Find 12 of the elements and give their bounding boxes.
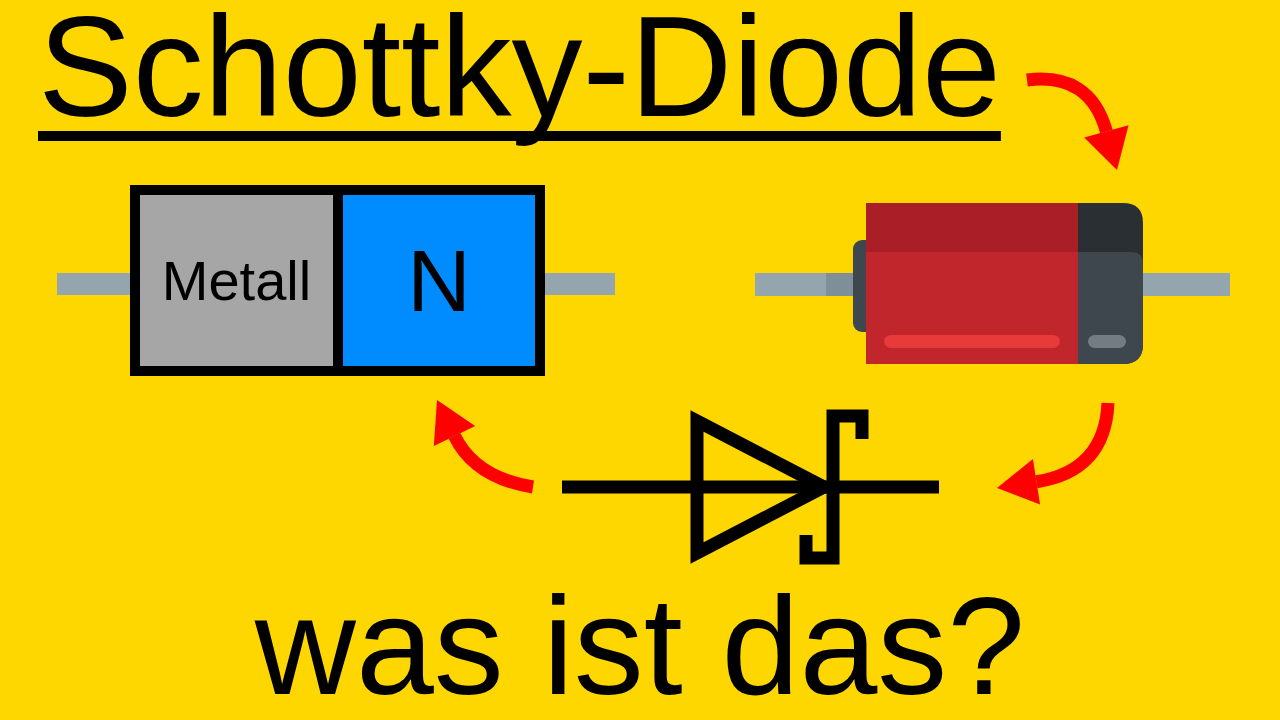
title: Schottky-Diode bbox=[38, 0, 1001, 148]
axial-diode-drawing bbox=[755, 203, 1230, 364]
curved-arrow bbox=[997, 402, 1115, 505]
region-label: N bbox=[407, 236, 471, 325]
n-type-layer bbox=[343, 195, 535, 366]
region-label: Metall bbox=[161, 252, 312, 309]
schottky-diode-symbol bbox=[562, 407, 939, 567]
question-caption: was ist das? bbox=[254, 576, 1026, 716]
diode-structure-frame bbox=[130, 185, 545, 376]
curved-arrow bbox=[434, 400, 535, 494]
curved-arrow bbox=[1026, 72, 1129, 170]
metal-layer bbox=[140, 195, 333, 366]
